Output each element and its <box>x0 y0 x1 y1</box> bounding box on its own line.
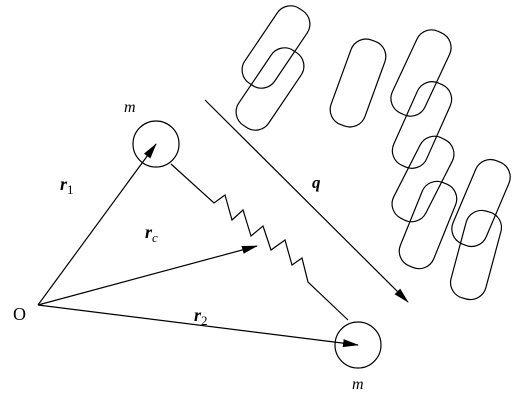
mass-circle-top <box>132 120 180 168</box>
r1-symbol: r <box>60 174 68 194</box>
flow-label: q <box>312 173 321 192</box>
r2-symbol: r <box>194 305 202 325</box>
rod-particle <box>329 38 387 128</box>
rc-symbol: r <box>145 222 153 242</box>
spring <box>170 163 349 321</box>
vector-rc <box>37 245 258 306</box>
rc-subscript: c <box>152 230 158 245</box>
mass-circle-bottom <box>334 321 382 369</box>
mass-label-top: m <box>124 99 136 116</box>
rod-particle <box>235 47 305 131</box>
rod-particle <box>449 209 503 301</box>
rod-particle <box>398 180 458 270</box>
rod-particle <box>451 158 511 248</box>
rc-label: rc <box>145 222 158 245</box>
vector-r2 <box>37 304 359 348</box>
mass-label-bottom: m <box>352 376 364 393</box>
rod-particle <box>241 5 311 89</box>
origin-label: O <box>13 304 26 324</box>
vector-r1 <box>37 143 157 306</box>
rod-particles <box>235 5 511 301</box>
r1-label: r1 <box>60 174 74 197</box>
r2-label: r2 <box>194 305 208 328</box>
flow-arrow <box>204 99 409 303</box>
r2-subscript: 2 <box>201 313 208 328</box>
rod-particle <box>390 29 452 117</box>
rod-particle <box>391 135 455 223</box>
r1-subscript: 1 <box>67 182 74 197</box>
rod-particle <box>391 81 453 169</box>
